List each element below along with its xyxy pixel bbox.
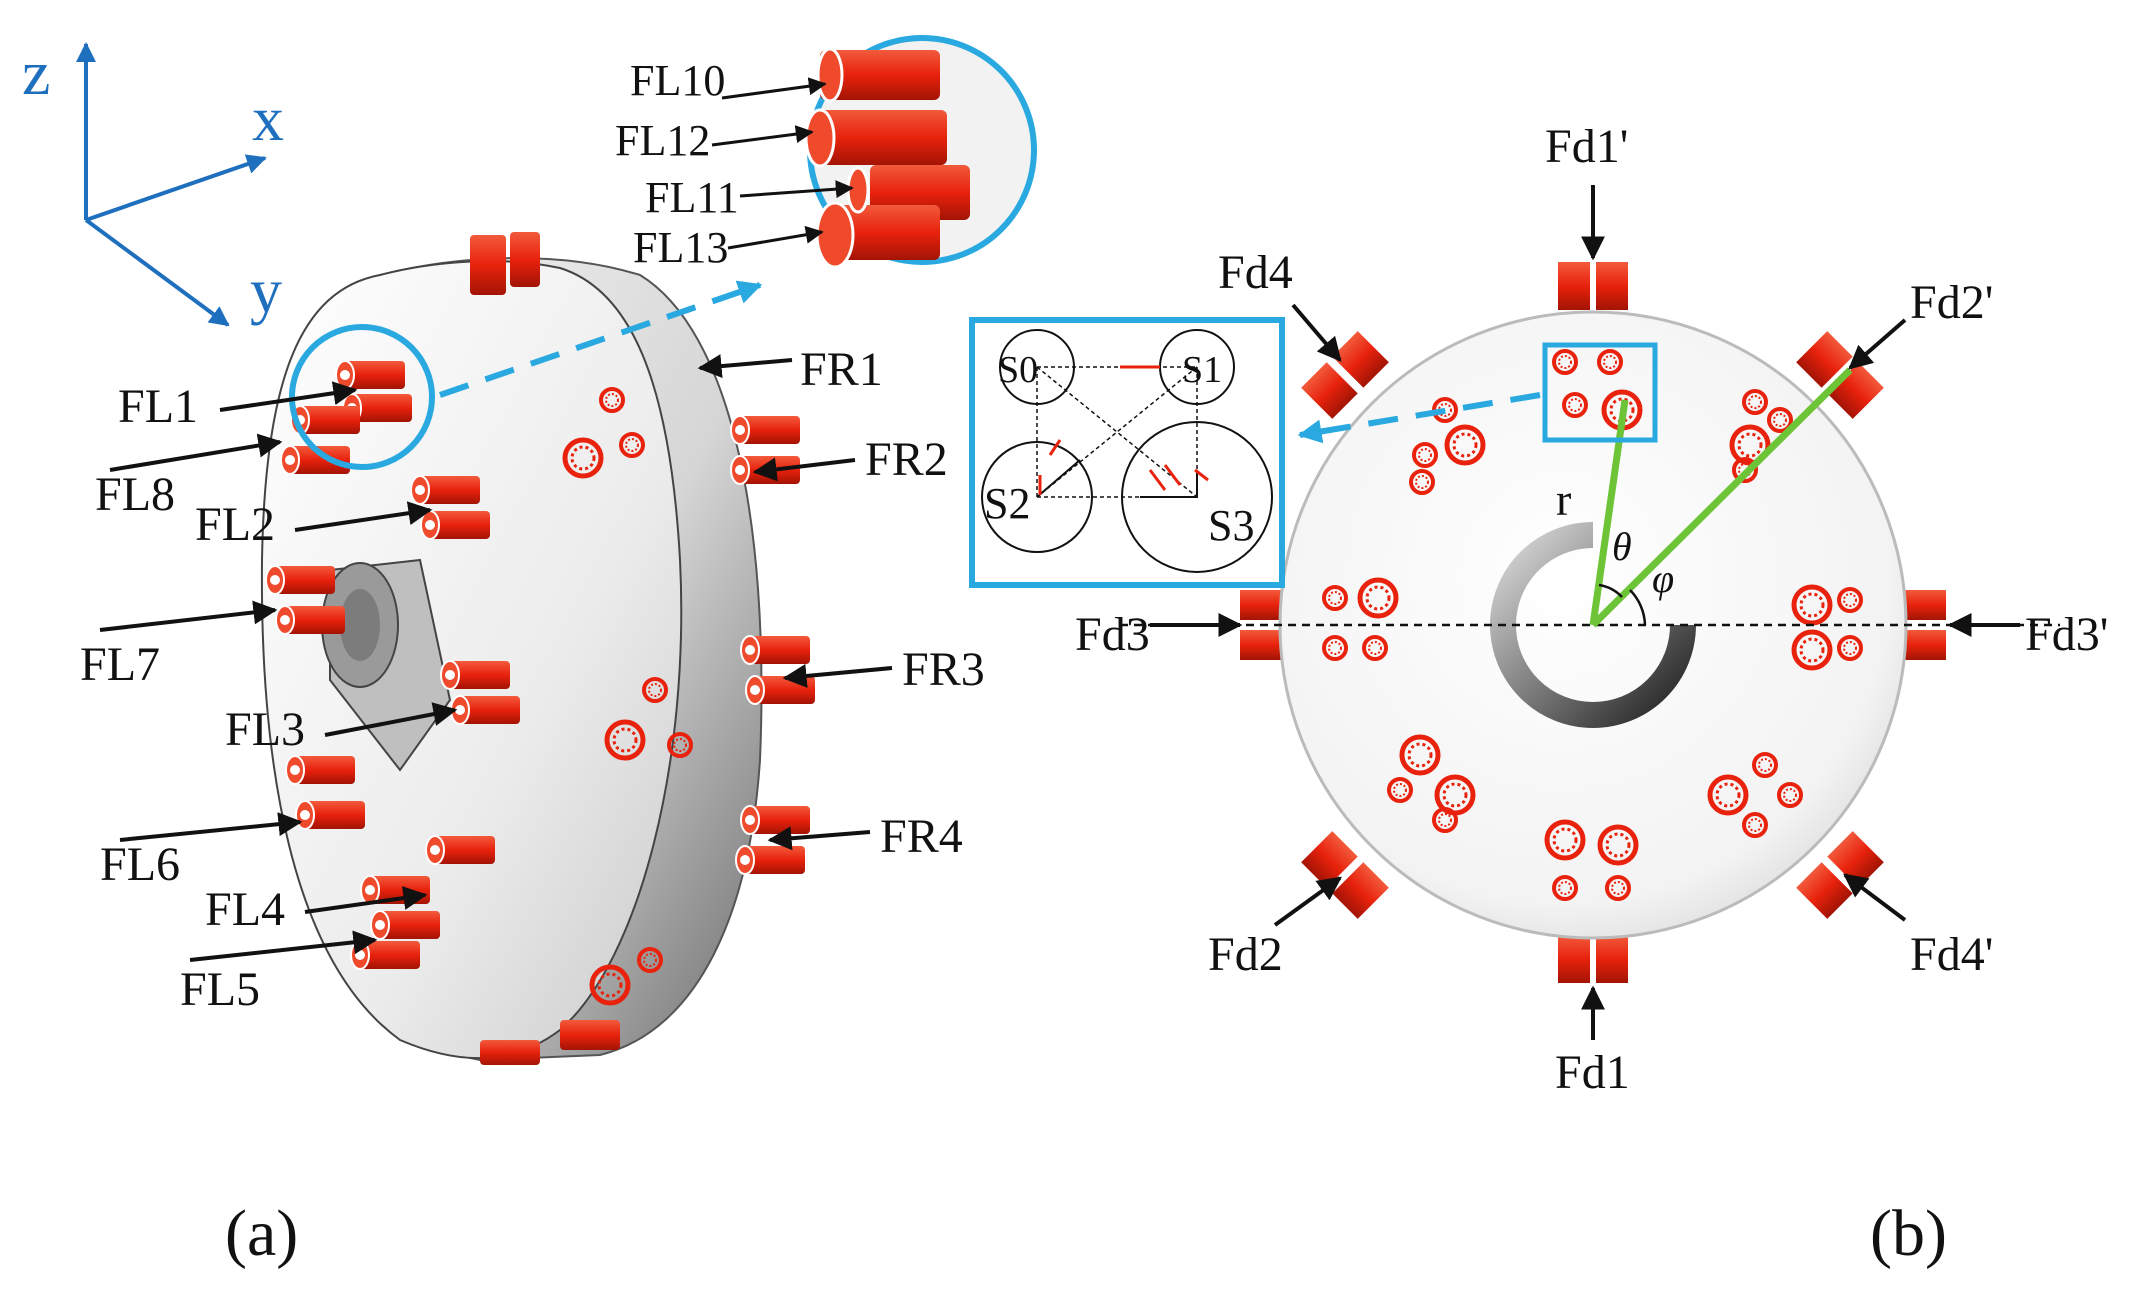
label-fr3: FR3 xyxy=(902,643,985,696)
axis-triad: z x y xyxy=(22,37,284,327)
label-fl13: FL13 xyxy=(633,223,728,272)
label-fr2: FR2 xyxy=(865,433,948,486)
axis-y-label: y xyxy=(250,255,282,326)
panel-a-caption: (a) xyxy=(225,1197,298,1270)
label-fl4: FL4 xyxy=(205,883,285,936)
label-fr4: FR4 xyxy=(880,810,963,863)
panel-b-caption: (b) xyxy=(1870,1197,1947,1270)
symbol-phi: φ xyxy=(1652,556,1674,601)
combustor-nozzles-3d xyxy=(265,232,816,1065)
zoom-bubble-a xyxy=(289,35,1037,470)
label-fr1: FR1 xyxy=(800,343,883,396)
inset-label-s3: S3 xyxy=(1208,501,1254,550)
symbol-theta: θ xyxy=(1612,524,1632,569)
label-fd4-prime: Fd4' xyxy=(1910,928,1993,981)
left-labels: FL1 FL8 FL2 FL7 FL3 FL6 FL4 FL5 xyxy=(80,380,458,1016)
label-fd2: Fd2 xyxy=(1208,928,1283,981)
zoom-labels: FL10 FL12 FL11 FL13 xyxy=(615,56,854,272)
label-fl11: FL11 xyxy=(645,173,739,222)
label-fd2-prime: Fd2' xyxy=(1910,276,1993,329)
label-fd1-prime: Fd1' xyxy=(1545,120,1628,173)
label-fd3: Fd3 xyxy=(1075,608,1150,661)
label-fl5: FL5 xyxy=(180,963,260,1016)
inset-label-s2: S2 xyxy=(984,479,1030,528)
label-fl3: FL3 xyxy=(225,703,305,756)
panel-b-labels: Fd1' Fd4 Fd2' Fd3 Fd3' Fd2 Fd4' Fd1 xyxy=(1075,120,2108,1099)
axis-z-label: z xyxy=(22,37,50,108)
label-fl6: FL6 xyxy=(100,838,180,891)
inset-label-s0: S0 xyxy=(998,349,1038,391)
inset-panel: S0 S1 S2 S3 xyxy=(969,317,1285,588)
label-fl8: FL8 xyxy=(95,468,175,521)
label-fl10: FL10 xyxy=(630,56,725,105)
axis-x-label: x xyxy=(252,83,284,154)
zoom-box-b xyxy=(1297,342,1658,444)
label-fl2: FL2 xyxy=(195,498,275,551)
label-fd1: Fd1 xyxy=(1555,1046,1630,1099)
combustor-disk-2d xyxy=(1120,262,2060,983)
label-fl7: FL7 xyxy=(80,638,160,691)
inset-label-s1: S1 xyxy=(1182,349,1222,391)
symbol-r: r xyxy=(1556,474,1571,525)
label-fl12: FL12 xyxy=(615,116,710,165)
label-fd3-prime: Fd3' xyxy=(2025,608,2108,661)
label-fl1: FL1 xyxy=(118,380,198,433)
right-labels: FR1 FR2 FR3 FR4 xyxy=(697,343,985,863)
label-fd4: Fd4 xyxy=(1218,246,1293,299)
